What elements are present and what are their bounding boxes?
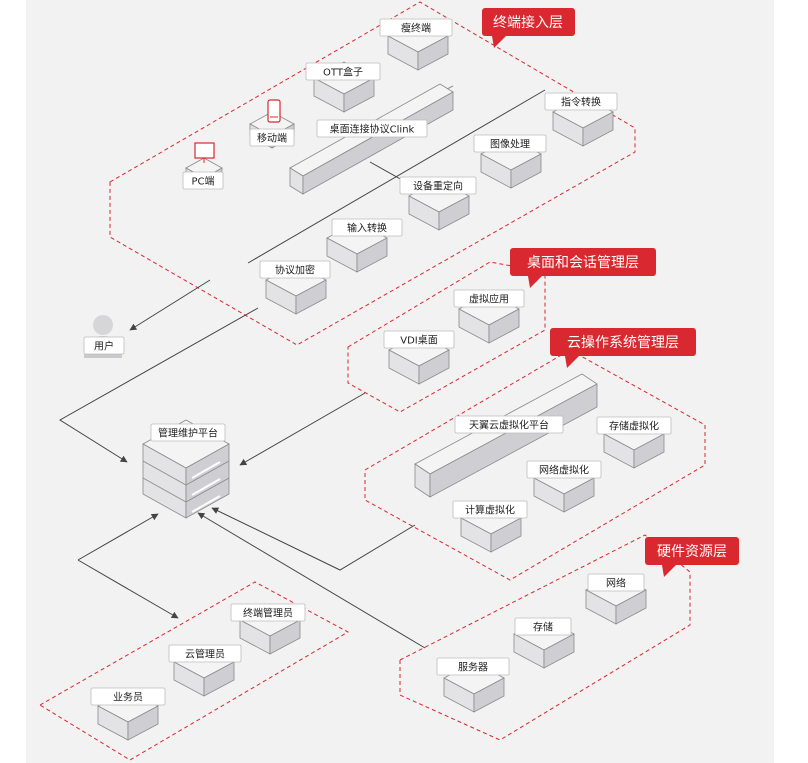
node-label-server: 服务器 (458, 661, 488, 674)
node-server: 服务器 (436, 657, 510, 676)
node-network-virt: 网络虚拟化 (526, 460, 602, 479)
node-label-terminal-admin: 终端管理员 (243, 607, 293, 620)
node-label-clink: 桌面连接协议Clink (330, 123, 415, 136)
node-label-protocol-encrypt: 协议加密 (275, 264, 315, 277)
node-image-processing: 图像处理 (473, 134, 547, 153)
arrow-cloud-to-platform (211, 507, 416, 571)
node-virtual-app: 虚拟应用 (453, 289, 525, 308)
region-admins (39, 581, 350, 761)
node-user: 用户 (83, 336, 125, 355)
node-compute-virt: 计算虚拟化 (452, 500, 528, 519)
node-label-vdi-desktop: VDI桌面 (400, 334, 438, 347)
node-label-command-convert: 指令转换 (561, 96, 601, 109)
node-vdi-desktop: VDI桌面 (383, 330, 455, 349)
layer-regions (39, 1, 706, 761)
node-label-device-redirect: 设备重定向 (413, 180, 463, 193)
layer-label-hardware: 硬件资源层 (657, 544, 727, 560)
arrow-terminal-to-platform (59, 307, 259, 463)
callout-desktop-session: 桌面和会话管理层 (510, 248, 656, 288)
node-label-virtual-app: 虚拟应用 (469, 293, 509, 306)
arrow-platform-to-admins (77, 559, 179, 619)
node-label-network: 网络 (606, 577, 626, 590)
node-label-tianyi-platform: 天翼云虚拟化平台 (469, 419, 549, 432)
node-command-convert: 指令转换 (544, 92, 618, 111)
node-mobile: 移动端 (249, 128, 295, 147)
monitor-icon (194, 142, 215, 163)
layer-callouts: 终端接入层 桌面和会话管理层 云操作系统管理层 硬件资源层 (482, 8, 739, 577)
node-storage: 存储 (514, 617, 572, 636)
connector-lines (59, 89, 546, 649)
node-thin-client: 瘦终端 (379, 18, 453, 37)
node-operator: 业务员 (90, 687, 166, 706)
mobile-device-icon (267, 99, 281, 123)
arrow-admins-to-platform (77, 513, 159, 561)
node-label-compute-virt: 计算虚拟化 (465, 504, 515, 517)
callout-terminal: 终端接入层 (482, 8, 575, 48)
node-label-cloud-admin: 云管理员 (185, 648, 225, 661)
node-cloud-admin: 云管理员 (168, 644, 242, 663)
node-label-operator: 业务员 (113, 691, 143, 704)
node-label-thin-client: 瘦终端 (401, 22, 431, 35)
region-hardware (399, 534, 691, 741)
node-label-input-convert: 输入转换 (347, 222, 387, 235)
node-clink: 桌面连接协议Clink (316, 119, 428, 138)
node-pc: PC端 (182, 171, 224, 190)
node-label-mgmt-platform: 管理维护平台 (158, 427, 218, 440)
node-protocol-encrypt: 协议加密 (259, 260, 331, 279)
region-desktop-session (347, 261, 546, 413)
node-network: 网络 (587, 573, 645, 592)
layer-label-desktop-session: 桌面和会话管理层 (527, 255, 639, 271)
node-label-mobile: 移动端 (257, 132, 287, 145)
arrow-hardware-to-platform (197, 512, 426, 649)
node-terminal-admin: 终端管理员 (230, 603, 306, 622)
arrow-desktop-to-platform (239, 392, 366, 466)
node-tianyi-platform: 天翼云虚拟化平台 (454, 415, 564, 434)
node-label-image-processing: 图像处理 (490, 139, 530, 151)
node-label-ott-box: OTT盒子 (323, 66, 363, 79)
node-ott-box: OTT盒子 (305, 62, 381, 81)
callout-hardware: 硬件资源层 (645, 537, 739, 577)
layer-label-terminal: 终端接入层 (493, 14, 563, 31)
node-label-storage-virt: 存储虚拟化 (609, 420, 659, 433)
node-mgmt-platform: 管理维护平台 (150, 423, 226, 442)
node-label-storage: 存储 (533, 621, 553, 634)
arrow-to-user (129, 279, 211, 331)
node-storage-virt: 存储虚拟化 (596, 416, 672, 435)
node-label-pc: PC端 (191, 175, 214, 188)
node-label-user: 用户 (94, 340, 114, 353)
node-label-network-virt: 网络虚拟化 (539, 464, 589, 477)
node-device-redirect: 设备重定向 (399, 176, 477, 195)
region-terminal (109, 1, 636, 346)
callout-cloud-os: 云操作系统管理层 (550, 328, 696, 368)
layer-label-cloud-os: 云操作系统管理层 (567, 335, 679, 351)
node-input-convert: 输入转换 (331, 218, 403, 237)
